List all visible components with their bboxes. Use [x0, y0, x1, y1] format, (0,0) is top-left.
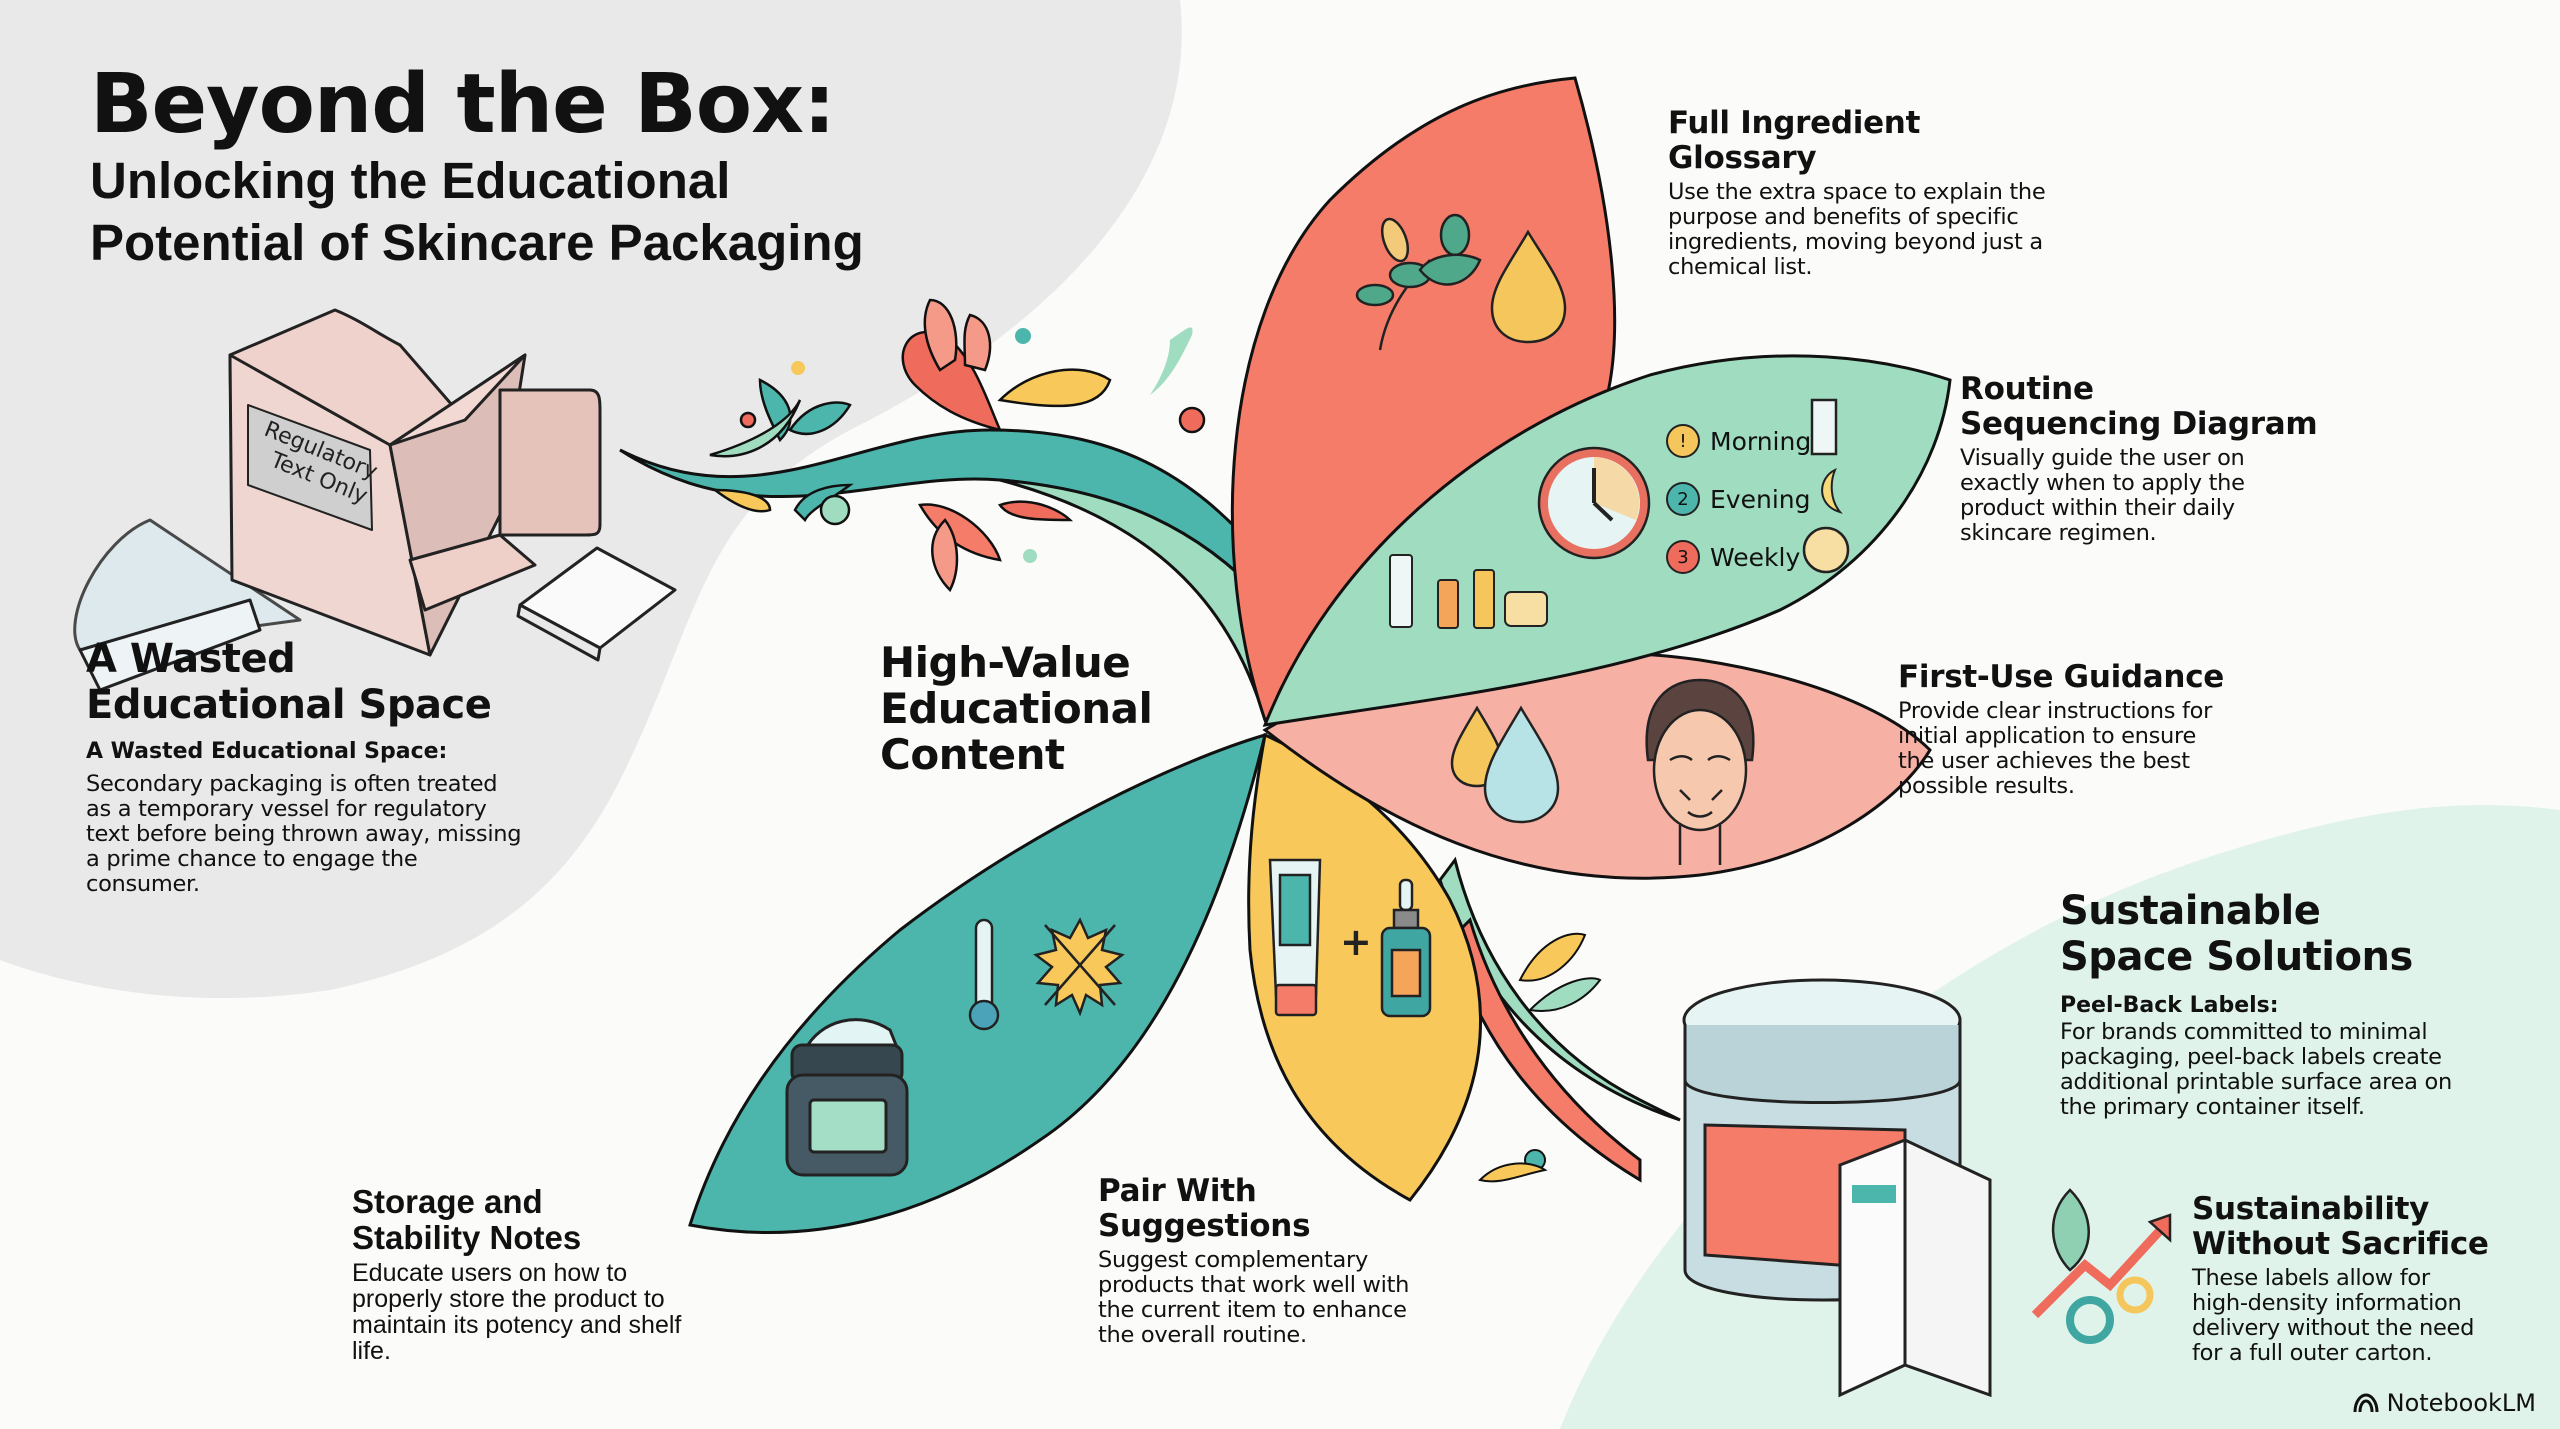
- storage-heading-line1: Storage and: [352, 1183, 543, 1220]
- wasted-sublabel: A Wasted Educational Space:: [86, 739, 448, 764]
- decorative-dot: [1023, 549, 1037, 563]
- sustainability-body: These labels allow for high-density info…: [2192, 1265, 2475, 1366]
- routine-step: 2 Evening: [1666, 470, 1811, 528]
- tube-icon: [1268, 858, 1322, 1017]
- oil-drop-icon: [1490, 229, 1567, 344]
- sustainable-body: For brands committed to minimal packagin…: [2060, 1019, 2452, 1120]
- routine-body: Visually guide the user on exactly when …: [1960, 445, 2245, 546]
- routine-step: ! Morning: [1666, 412, 1811, 470]
- section-routine: Routine Sequencing Diagram Visually guid…: [1960, 372, 2360, 546]
- wasted-heading-line1: A Wasted: [86, 636, 296, 682]
- jar-with-peel-back-label: [1682, 978, 1992, 1398]
- page-subtitle-line1: Unlocking the Educational: [90, 152, 731, 209]
- routine-heading-line1: Routine: [1960, 371, 2094, 407]
- pair-heading-line2: Suggestions: [1098, 1208, 1311, 1244]
- center-heading-line2: Educational: [880, 684, 1153, 733]
- step-badge: 2: [1666, 482, 1700, 516]
- plus-icon: +: [1340, 920, 1372, 964]
- water-drop-icon: [1483, 705, 1560, 824]
- pair-body: Suggest complementary products that work…: [1098, 1247, 1410, 1348]
- wasted-body: Secondary packaging is often treated as …: [86, 771, 522, 897]
- discarded-box-illustration: [73, 308, 677, 692]
- step-label: Evening: [1710, 484, 1811, 514]
- herb-icon: [1355, 213, 1482, 351]
- growth-icon: [2031, 1188, 2172, 1344]
- page-subtitle-line2: Potential of Skincare Packaging: [90, 214, 864, 271]
- sustainable-sublabel: Peel-Back Labels:: [2060, 993, 2279, 1018]
- sustainability-heading-line1: Sustainability: [2192, 1191, 2430, 1227]
- first-use-heading: First-Use Guidance: [1898, 659, 2224, 695]
- step-label: Weekly: [1710, 542, 1801, 572]
- section-center: High-Value Educational Content: [880, 638, 1153, 779]
- center-heading-line3: Content: [880, 730, 1065, 779]
- clock-icon: [1537, 446, 1651, 560]
- section-sustainability-without-sacrifice: Sustainability Without Sacrifice These l…: [2192, 1192, 2552, 1366]
- sustainable-heading-line2: Space Solutions: [2060, 934, 2413, 980]
- wasted-heading-line2: Educational Space: [86, 682, 492, 728]
- glossary-body: Use the extra space to explain the purpo…: [1668, 179, 2046, 280]
- section-glossary: Full Ingredient Glossary Use the extra s…: [1668, 106, 2068, 280]
- face-mask-icon: [1802, 526, 1850, 574]
- section-pair: Pair With Suggestions Suggest complement…: [1098, 1174, 1438, 1348]
- decorative-dot: [791, 361, 805, 375]
- decorative-flowers: [709, 298, 1206, 593]
- no-sun-icon: [1033, 917, 1125, 1017]
- storage-heading-line2: Stability Notes: [352, 1219, 582, 1256]
- brand-watermark: NotebookLM: [2353, 1389, 2536, 1417]
- section-first-use: First-Use Guidance Provide clear instruc…: [1898, 660, 2298, 799]
- serum-bottle-icon: [1380, 878, 1432, 1018]
- petal-pair: [1247, 732, 1482, 1202]
- decorative-dot: [1015, 328, 1031, 344]
- section-storage: Storage and Stability Notes Educate user…: [352, 1183, 692, 1365]
- center-heading-line1: High-Value: [880, 638, 1131, 687]
- page-title: Beyond the Box:: [90, 57, 836, 152]
- step-badge: !: [1666, 424, 1700, 458]
- section-sustainable: Sustainable Space Solutions Peel-Back La…: [2060, 888, 2520, 1120]
- section-wasted-space: A Wasted Educational Space A Wasted Educ…: [86, 636, 546, 897]
- decorative-leaves: [1478, 932, 1602, 1183]
- routine-heading-line2: Sequencing Diagram: [1960, 406, 2318, 442]
- tube-icon: [1810, 398, 1838, 456]
- routine-step: 3 Weekly: [1666, 528, 1811, 586]
- first-use-body: Provide clear instructions for initial a…: [1898, 698, 2213, 799]
- cream-jar-icon: [785, 1018, 909, 1177]
- product-bottles-icon: [1389, 554, 1548, 629]
- sustainability-heading-line2: Without Sacrifice: [2192, 1226, 2489, 1262]
- face-illustration: [1645, 678, 1755, 865]
- glossary-heading-line1: Full Ingredient: [1668, 105, 1921, 141]
- moon-icon: [1821, 467, 1843, 514]
- notebooklm-logo-icon: [2353, 1393, 2379, 1413]
- sustainable-heading-line1: Sustainable: [2060, 888, 2321, 934]
- thermometer-icon: [968, 918, 1000, 1031]
- storage-body: Educate users on how to properly store t…: [352, 1259, 682, 1365]
- pair-heading-line1: Pair With: [1098, 1173, 1257, 1209]
- routine-steps-list: ! Morning 2 Evening 3 Weekly: [1666, 412, 1811, 586]
- glossary-heading-line2: Glossary: [1668, 140, 1817, 176]
- step-badge: 3: [1666, 540, 1700, 574]
- step-label: Morning: [1710, 426, 1812, 456]
- brand-name: NotebookLM: [2386, 1389, 2536, 1417]
